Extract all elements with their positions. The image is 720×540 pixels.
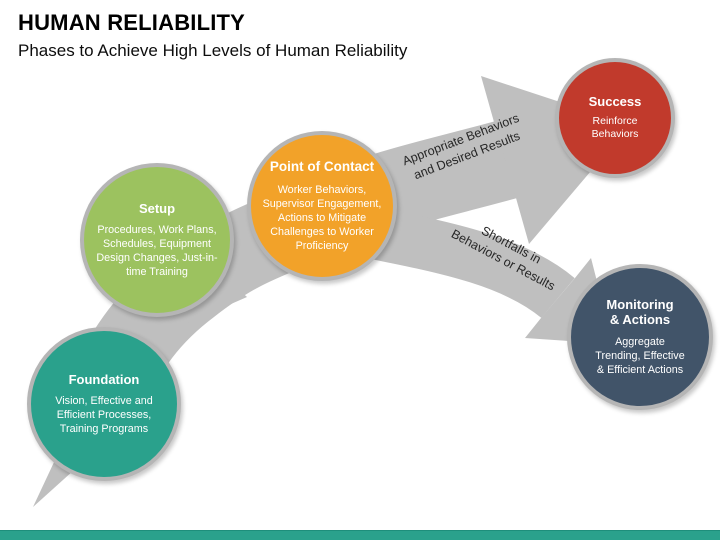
node-success: Success Reinforce Behaviors: [555, 58, 675, 178]
page-subtitle: Phases to Achieve High Levels of Human R…: [18, 41, 408, 60]
node-success-title: Success: [588, 94, 642, 110]
node-point-of-contact-body: Worker Behaviors, Supervisor Engagement,…: [262, 183, 382, 252]
branch-arrow-body: [363, 206, 575, 319]
node-monitoring-actions-title: Monitoring & Actions: [606, 296, 674, 328]
node-foundation-body: Vision, Effective and Efficient Processe…: [55, 395, 153, 436]
node-monitoring-actions: Monitoring & Actions Aggregate Trending,…: [567, 264, 713, 410]
node-setup: Setup Procedures, Work Plans, Schedules,…: [80, 163, 234, 317]
node-monitoring-actions-body: Aggregate Trending, Effective & Efficien…: [595, 336, 685, 377]
node-setup-title: Setup: [138, 200, 176, 216]
node-point-of-contact-title: Point of Contact: [269, 159, 375, 175]
node-setup-body: Procedures, Work Plans, Schedules, Equip…: [96, 224, 218, 279]
node-foundation: Foundation Vision, Effective and Efficie…: [27, 327, 181, 481]
footer-accent-bar: [0, 530, 720, 540]
page-title: HUMAN RELIABILITY: [18, 10, 246, 35]
node-point-of-contact: Point of Contact Worker Behaviors, Super…: [247, 131, 397, 281]
node-success-body: Reinforce Behaviors: [591, 114, 639, 141]
node-foundation-title: Foundation: [68, 371, 140, 387]
